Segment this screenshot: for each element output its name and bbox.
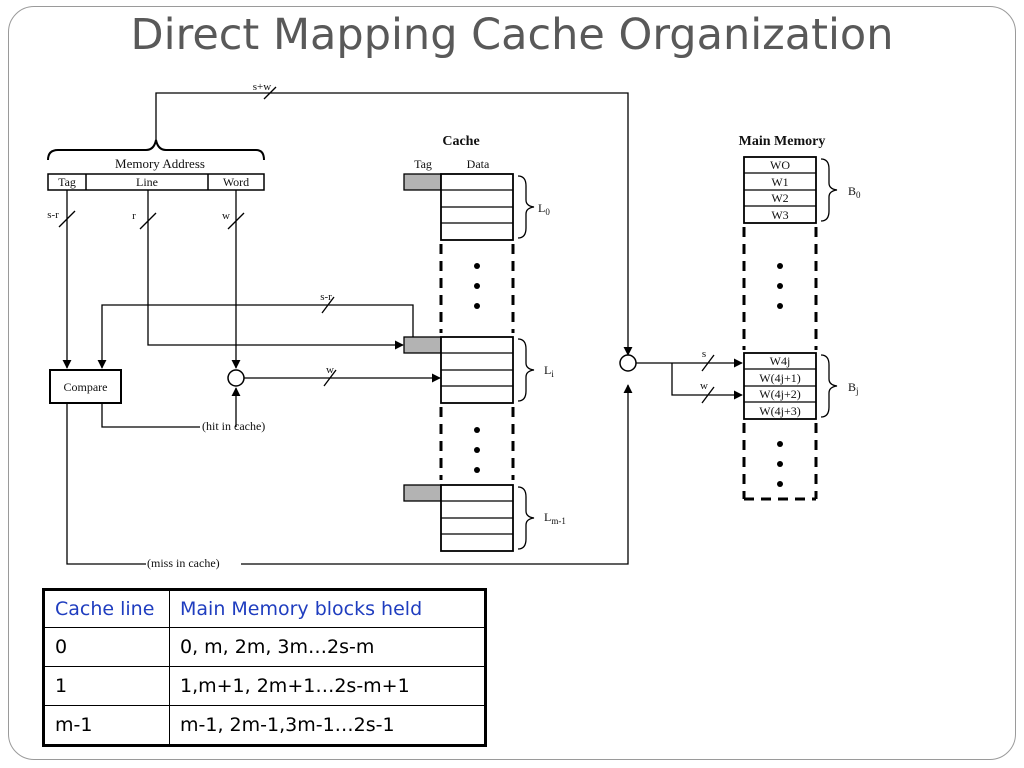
cache: Cache Tag Data L0 Li	[403, 134, 566, 552]
field-word: Word	[223, 175, 249, 189]
tag-bus-label: s-r	[320, 291, 332, 303]
table-cell: 0, m, 2m, 3m…2s-m	[169, 627, 486, 667]
hit-miss-lines: (hit in cache) (miss in cache)	[66, 384, 633, 570]
tag-feedback-bus: s-r	[97, 291, 414, 369]
table-cell: m-1	[43, 705, 170, 746]
field-tag: Tag	[58, 175, 76, 189]
mm-word: W(4j+3)	[759, 404, 800, 418]
word-selector: w	[227, 364, 441, 418]
memory-address: Memory Address Tag Line Word	[47, 139, 265, 191]
mm-word: WO	[770, 158, 790, 172]
mm-word: W3	[771, 208, 788, 222]
line-li-label: Li	[544, 363, 554, 379]
table-header-cache-line: Cache line	[43, 589, 170, 628]
table-row: 0 0, m, 2m, 3m…2s-m	[43, 627, 486, 667]
table-cell: 1	[43, 666, 170, 706]
mm-bus-w-label: w	[700, 380, 708, 392]
mm-word: W1	[771, 175, 788, 189]
top-bus: s+w	[155, 81, 633, 356]
table-header-blocks-held: Main Memory blocks held	[169, 589, 486, 628]
mm-bus-s-label: s	[702, 348, 706, 360]
memory-selector: s w	[619, 348, 743, 404]
cache-col-tag: Tag	[414, 157, 432, 171]
main-memory: Main Memory WO W1 W2 W3 B0 W4j W(4j+1) W…	[739, 134, 861, 501]
word-width-label: w	[222, 210, 230, 222]
line-l0-label: L0	[538, 201, 550, 217]
mm-word: W(4j+2)	[759, 387, 800, 401]
mm-word: W2	[771, 191, 788, 205]
field-buses: s-r r w	[47, 190, 404, 369]
memory-address-label: Memory Address	[115, 156, 205, 171]
compare-label: Compare	[64, 380, 108, 394]
cache-title: Cache	[442, 134, 479, 149]
main-memory-title: Main Memory	[739, 134, 826, 149]
slide-title: Direct Mapping Cache Organization	[130, 10, 894, 60]
field-line: Line	[136, 175, 158, 189]
table-cell: 0	[43, 627, 170, 667]
table-row: m-1 m-1, 2m-1,3m-1…2s-1	[43, 705, 486, 746]
word-bus-label: w	[326, 364, 334, 376]
cache-col-data: Data	[467, 157, 490, 171]
line-lm-label: Lm-1	[544, 510, 566, 526]
block-bj-label: Bj	[848, 380, 859, 396]
compare-unit: Compare	[49, 369, 122, 404]
line-width-label: r	[132, 210, 136, 222]
mapping-table: Cache line Main Memory blocks held 0 0, …	[42, 588, 487, 747]
bus-s-w-label: s+w	[253, 81, 271, 93]
block-b0-label: B0	[848, 184, 861, 200]
slide-frame	[8, 6, 1016, 760]
table-row: 1 1,m+1, 2m+1…2s-m+1	[43, 666, 486, 706]
tag-width-label: s-r	[47, 209, 59, 221]
table-cell: m-1, 2m-1,3m-1…2s-1	[169, 705, 486, 746]
mm-word: W(4j+1)	[759, 371, 800, 385]
address-register	[47, 173, 265, 191]
miss-label: (miss in cache)	[147, 556, 220, 570]
table-header-row: Cache line Main Memory blocks held	[43, 589, 486, 628]
mm-word: W4j	[770, 354, 791, 368]
hit-label: (hit in cache)	[202, 419, 265, 433]
table-cell: 1,m+1, 2m+1…2s-m+1	[169, 666, 486, 706]
